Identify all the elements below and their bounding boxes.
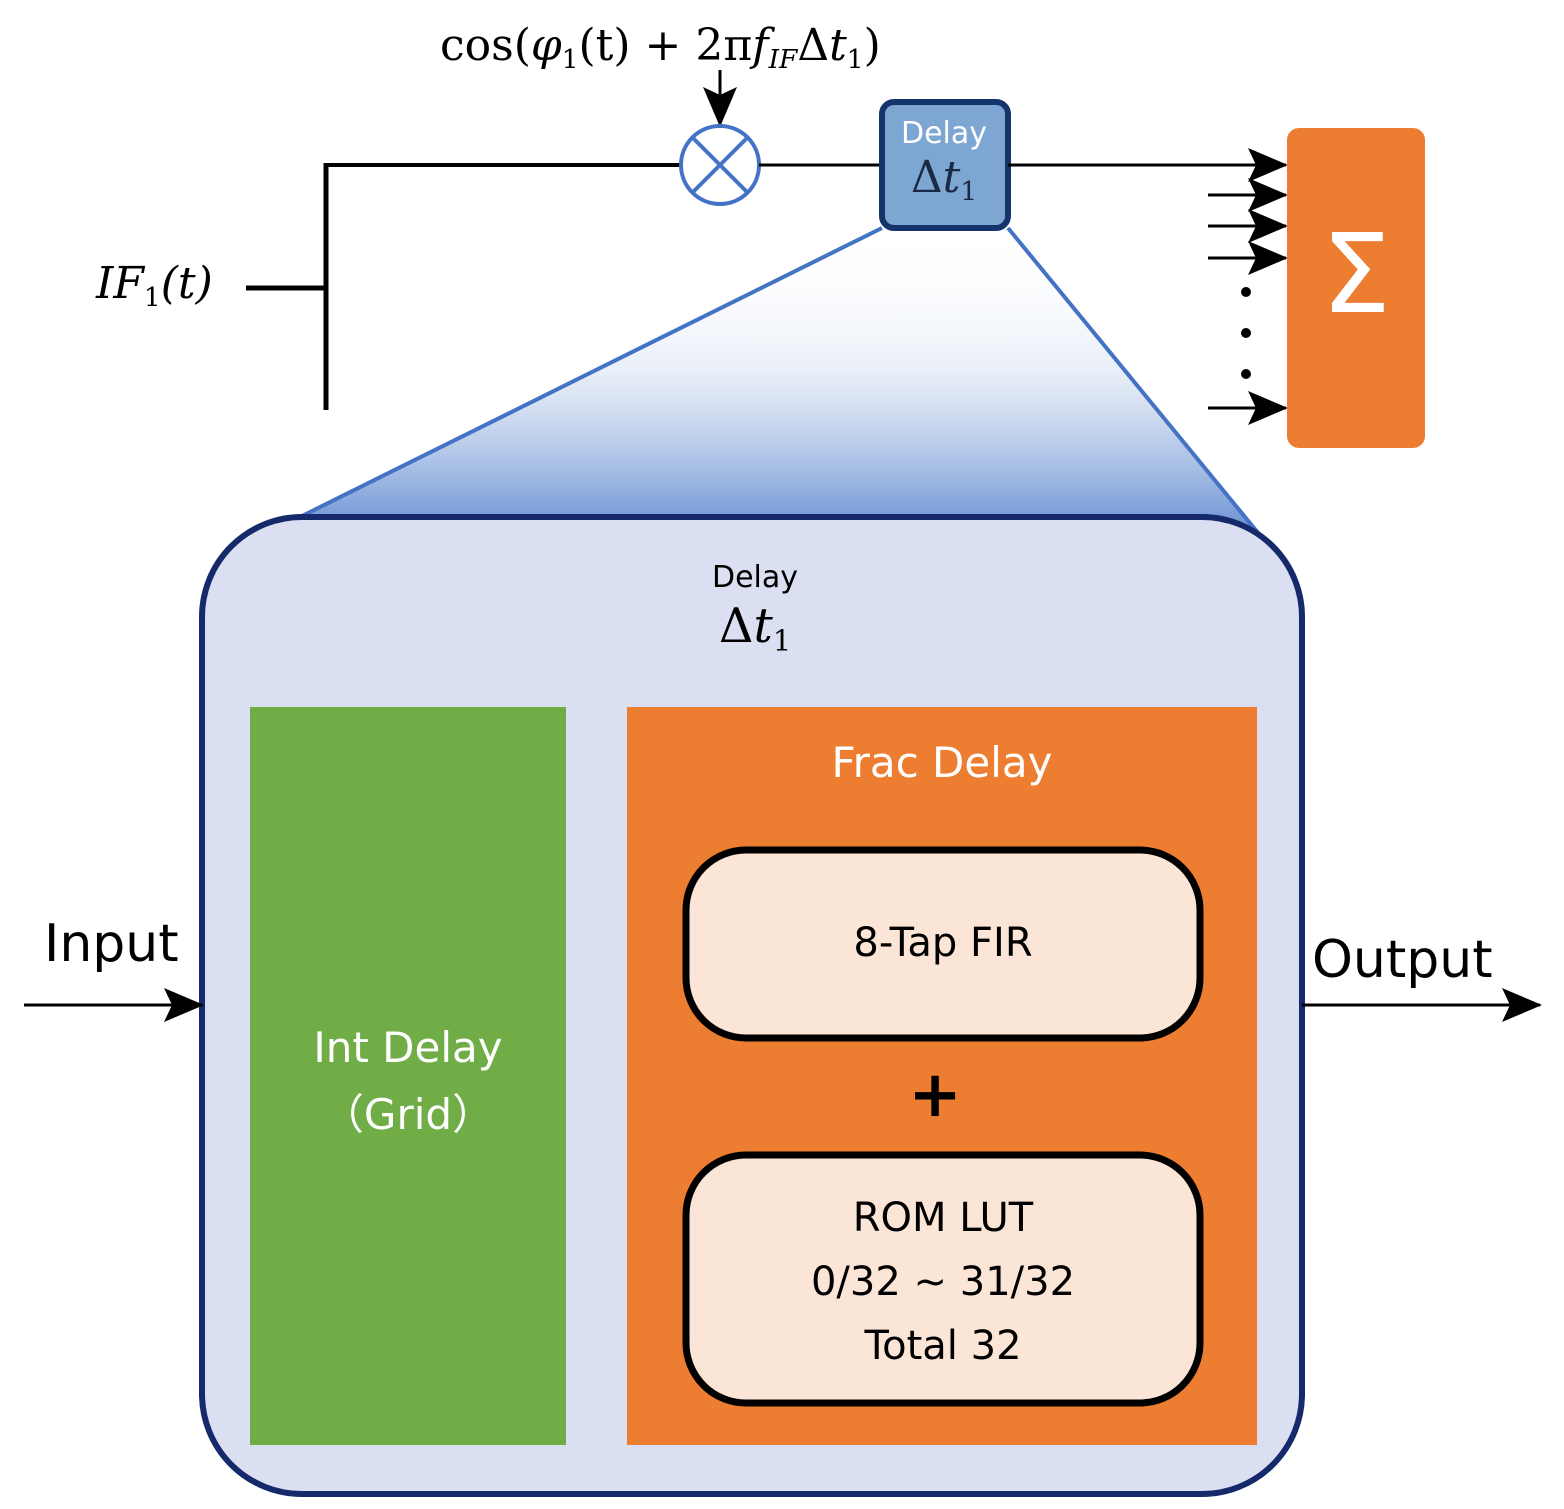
int-delay-line2: （Grid） [321, 1090, 495, 1140]
expanded-delay-symbol: Δt1 [718, 598, 792, 658]
phase-formula: cos(φ1(t) + 2πfIFΔt1) [440, 20, 881, 75]
zoom-line-right [1006, 226, 1270, 547]
ellipsis-dot [1241, 369, 1251, 379]
rom-line-2: 0/32 ~ 31/32 [810, 1259, 1076, 1305]
int-delay-block [250, 707, 566, 1445]
small-delay-symbol: Δt1 [910, 152, 978, 207]
int-delay-label: Int Delay （Grid） [250, 1014, 566, 1148]
if-signal-label: IF1(t) [96, 258, 213, 313]
ellipsis-dot [1241, 287, 1251, 297]
output-label: Output [1312, 930, 1493, 990]
rom-line-1: ROM LUT [852, 1195, 1034, 1241]
frac-delay-title: Frac Delay [831, 738, 1053, 787]
rom-lut-label: ROM LUT 0/32 ~ 31/32 Total 32 [686, 1186, 1200, 1378]
summer-block [1287, 128, 1425, 448]
rom-lut-block [682, 1151, 1204, 1407]
small-delay-label: Delay [900, 116, 988, 151]
zoom-line-left [299, 226, 883, 519]
sigma-icon: Σ [1321, 210, 1391, 338]
zoom-projection [300, 228, 1268, 545]
fir-block [682, 846, 1204, 1042]
fir-label: 8-Tap FIR [853, 920, 1033, 966]
ellipsis-dot [1241, 328, 1251, 338]
int-delay-line1: Int Delay [313, 1023, 503, 1072]
multiplier-icon [679, 124, 761, 206]
rom-line-3: Total 32 [864, 1323, 1022, 1369]
plus-icon: + [908, 1058, 962, 1132]
input-label: Input [44, 914, 179, 974]
expanded-delay-label: Delay [711, 560, 799, 595]
